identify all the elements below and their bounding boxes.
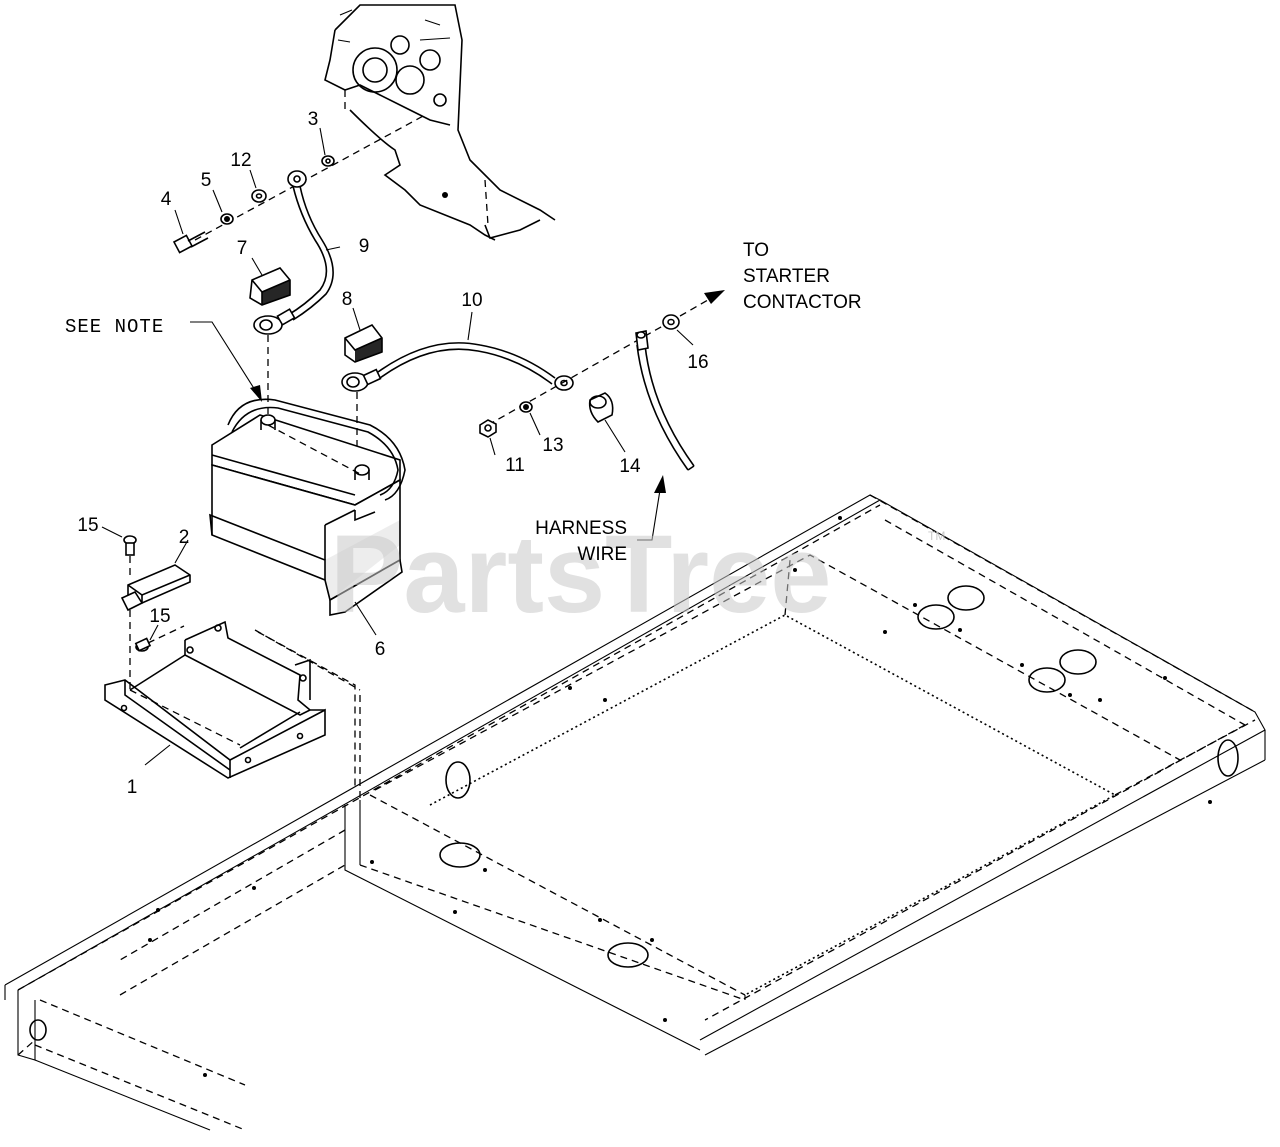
to-starter-contactor-label: TO STARTER CONTACTOR — [743, 240, 862, 313]
to-starter-line-2: STARTER — [743, 266, 830, 287]
hold-down-bracket-part-2 — [120, 564, 191, 612]
callout-numbers: 1 2 3 4 5 6 7 8 9 10 11 12 13 14 15 15 1… — [77, 109, 708, 798]
callout-13: 13 — [542, 435, 563, 456]
callout-11: 11 — [505, 455, 525, 476]
callout-15-lower: 15 — [149, 606, 170, 627]
callout-9: 9 — [359, 236, 370, 257]
terminal-cover-part-8 — [344, 323, 383, 363]
harness-wire-line-1: HARNESS — [535, 518, 627, 539]
callout-10: 10 — [461, 290, 482, 311]
battery-mat-part-6 — [329, 558, 403, 616]
screw-part-15-upper — [123, 535, 137, 580]
washer-part-12 — [251, 189, 267, 203]
to-starter-arrow — [704, 290, 725, 304]
bolt-hardware-chain — [172, 114, 426, 254]
engine-assembly — [324, 4, 556, 241]
callout-3: 3 — [308, 109, 319, 130]
washer-part-16 — [662, 314, 680, 330]
harness-wire — [635, 330, 695, 471]
terminal-boot-part-14 — [588, 392, 614, 423]
battery — [209, 398, 406, 616]
ground-cable-part-9 — [253, 185, 334, 335]
see-note-label: SEE NOTE — [65, 316, 164, 338]
to-starter-line-3: CONTACTOR — [743, 292, 862, 313]
watermark-trademark: TM — [928, 529, 945, 543]
battery-tray-part-1 — [104, 610, 356, 790]
to-starter-line-1: TO — [743, 240, 769, 261]
callout-12: 12 — [230, 150, 251, 171]
callout-8: 8 — [342, 289, 353, 310]
harness-wire-label: HARNESS WIRE — [535, 518, 627, 565]
terminal-cover-part-7 — [249, 267, 291, 306]
callout-14: 14 — [619, 456, 641, 477]
callout-4: 4 — [161, 189, 172, 210]
callout-7: 7 — [237, 238, 248, 259]
watermark: PartsTree — [330, 513, 831, 636]
chassis-frame — [4, 494, 1266, 1131]
leader-lines — [101, 127, 694, 766]
callout-16: 16 — [687, 352, 708, 373]
callout-15-upper: 15 — [77, 515, 98, 536]
nut-part-11 — [479, 419, 497, 438]
lock-washer-part-13 — [519, 401, 533, 413]
callout-5: 5 — [201, 170, 212, 191]
bolt-part-4 — [172, 231, 209, 254]
screw-part-15-lower — [134, 625, 185, 652]
nut-part-3 — [321, 155, 335, 167]
harness-wire-line-2: WIRE — [577, 544, 627, 565]
callout-1: 1 — [127, 777, 138, 798]
callout-2: 2 — [179, 527, 190, 548]
callout-6: 6 — [375, 639, 386, 660]
